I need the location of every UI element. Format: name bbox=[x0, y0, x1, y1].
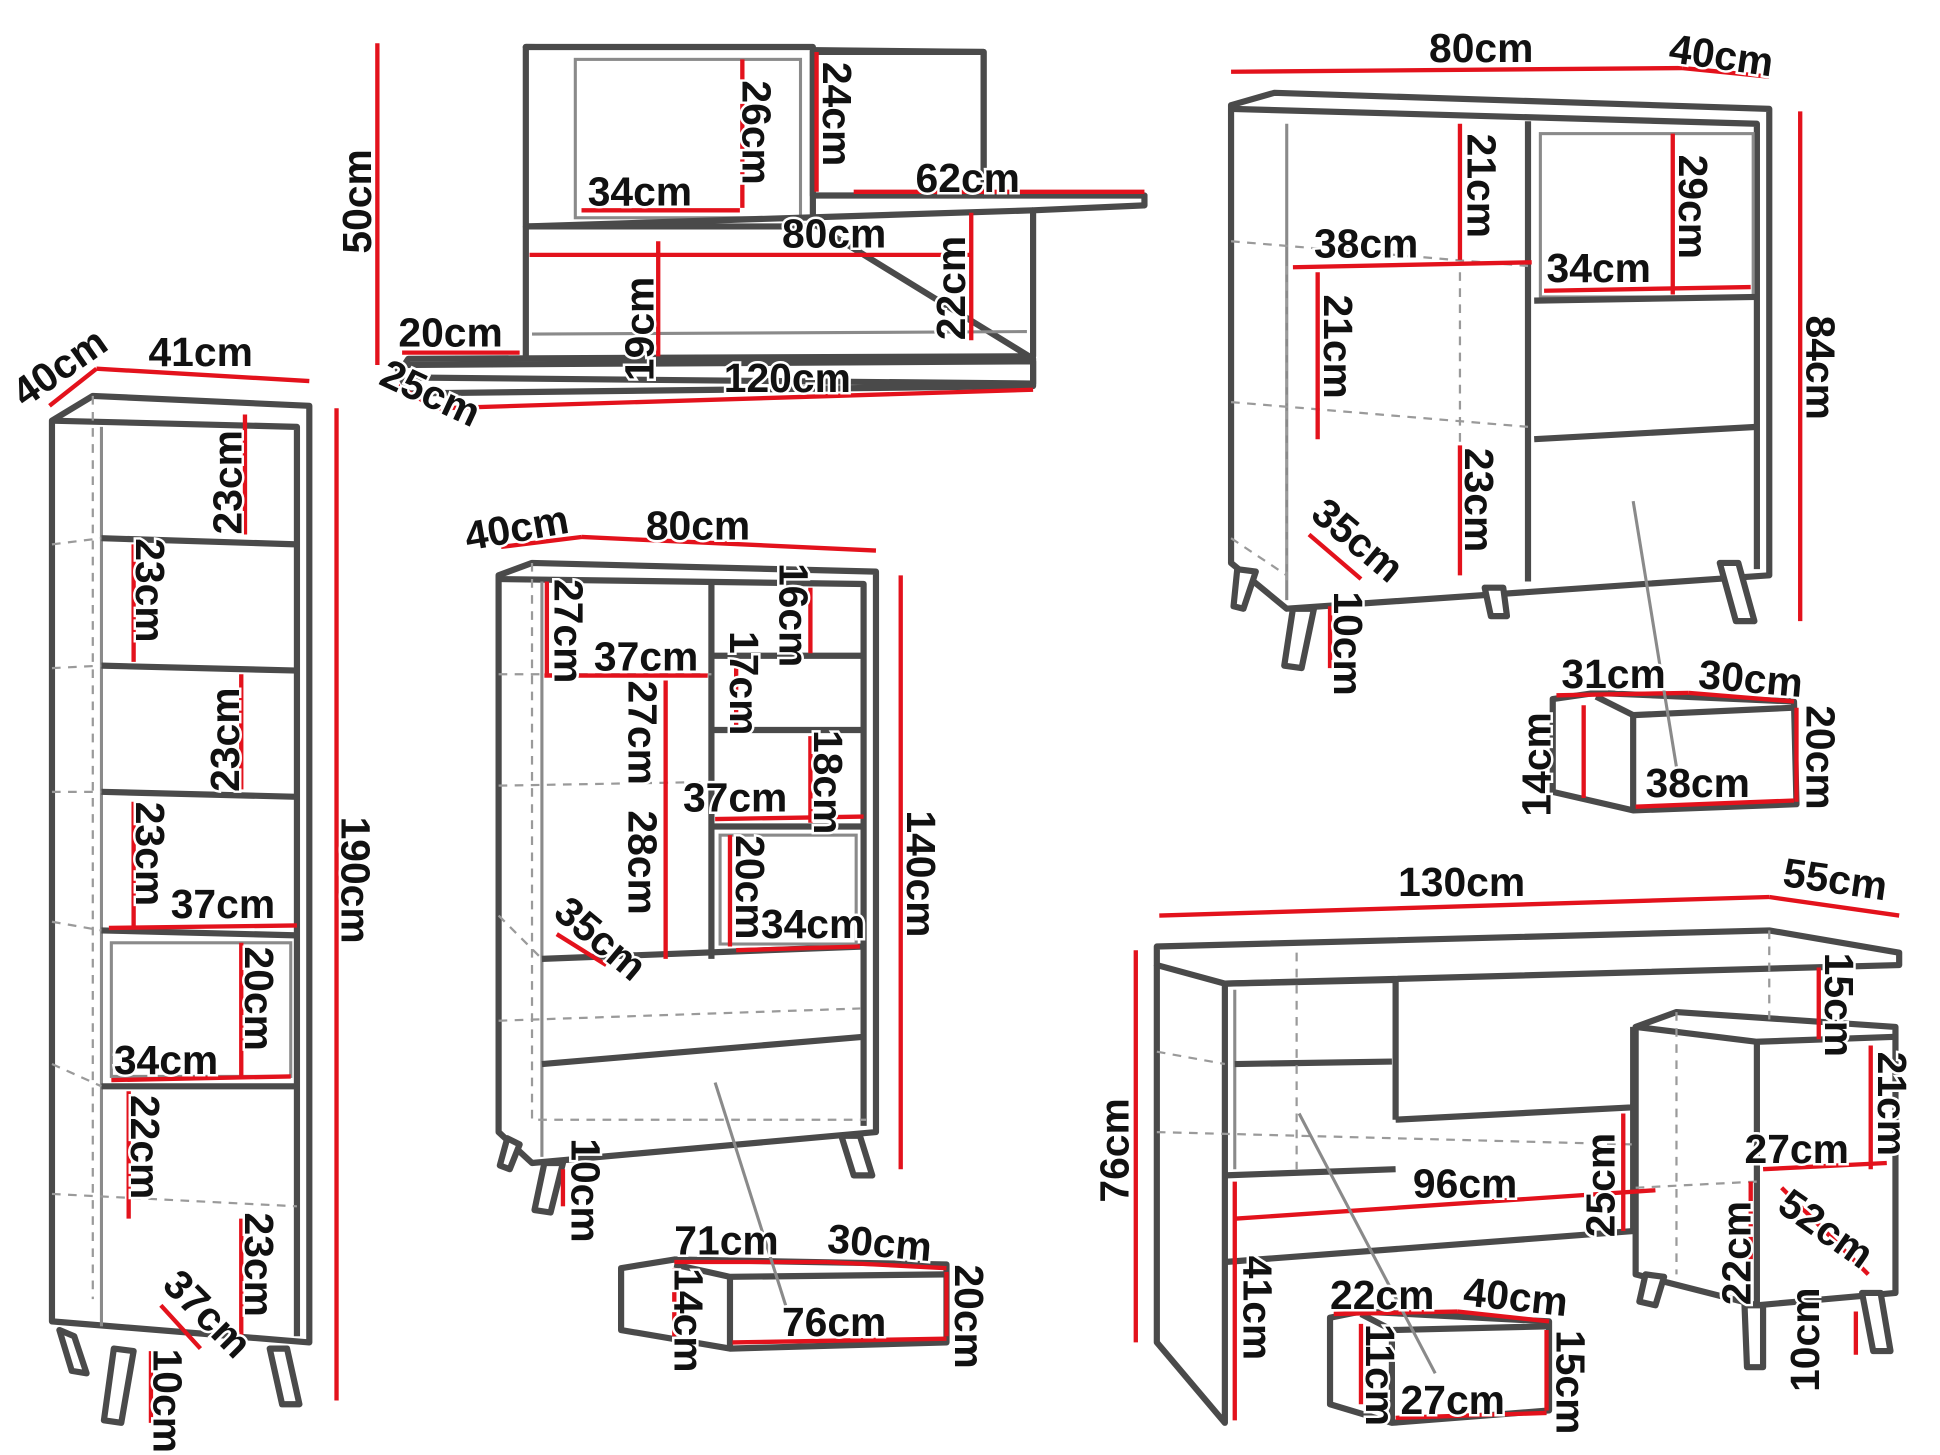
dim-label: 76cm bbox=[1091, 1098, 1137, 1202]
dim-label: 21cm bbox=[1315, 294, 1361, 398]
dim-label: 23cm bbox=[1456, 448, 1502, 552]
dim-label: 34cm bbox=[761, 901, 865, 947]
dim-label: 30cm bbox=[826, 1215, 934, 1270]
dim-label: 10cm bbox=[144, 1349, 190, 1453]
dim-label: 27cm bbox=[1401, 1377, 1505, 1423]
dim-label: 22cm bbox=[1714, 1201, 1760, 1305]
dim-label: 71cm bbox=[674, 1218, 778, 1264]
dim-label: 50cm bbox=[334, 149, 380, 253]
desk-drawer-labels: 22cm 40cm 11cm 15cm 27cm bbox=[1328, 1266, 1596, 1437]
dim-label: 34cm bbox=[1547, 245, 1651, 291]
dim-label: 41cm bbox=[1234, 1256, 1280, 1360]
sideboard bbox=[1227, 65, 1803, 672]
dim-label: 22cm bbox=[1330, 1272, 1434, 1318]
dim-label: 22cm bbox=[122, 1095, 168, 1199]
dim-label: 84cm bbox=[1797, 315, 1843, 419]
dim-label: 130cm bbox=[1398, 859, 1525, 905]
sideboard-labels: 80cm 40cm 21cm 38cm 29cm 34cm 21cm 84cm … bbox=[1301, 22, 1846, 698]
dim-label: 41cm bbox=[148, 329, 252, 375]
dim-label: 21cm bbox=[1869, 1052, 1915, 1156]
dim-label: 120cm bbox=[724, 355, 851, 401]
desk-drawer bbox=[1297, 1112, 1553, 1426]
dim-label: 80cm bbox=[782, 210, 886, 256]
dim-label: 25cm bbox=[1578, 1133, 1624, 1237]
cabinet bbox=[495, 534, 903, 1216]
dim-label: 23cm bbox=[127, 802, 173, 906]
dim-label: 11cm bbox=[1357, 1324, 1403, 1426]
dim-label: 80cm bbox=[646, 502, 750, 548]
dim-label: 76cm bbox=[782, 1299, 886, 1345]
dim-label: 10cm bbox=[1325, 591, 1371, 695]
dim-label: 18cm bbox=[805, 730, 851, 834]
desk bbox=[1133, 894, 1903, 1426]
dim-label: 23cm bbox=[202, 687, 248, 791]
dim-label: 38cm bbox=[1646, 760, 1750, 806]
dim-label: 37cm bbox=[171, 881, 275, 927]
dim-label: 40cm bbox=[461, 496, 572, 559]
dim-label: 21cm bbox=[1458, 134, 1504, 238]
sideboard-drawer bbox=[1549, 500, 1800, 814]
dim-label: 27cm bbox=[1745, 1126, 1849, 1172]
dim-label: 20cm bbox=[398, 309, 502, 355]
dim-label: 15cm bbox=[1816, 953, 1862, 1057]
dim-label: 140cm bbox=[898, 810, 944, 937]
dim-label: 62cm bbox=[916, 155, 1020, 201]
dim-label: 17cm bbox=[721, 631, 767, 735]
dim-label: 15cm bbox=[1547, 1330, 1593, 1434]
cabinet-drawer bbox=[618, 1082, 950, 1352]
dim-label: 23cm bbox=[204, 430, 250, 534]
dim-label: 10cm bbox=[563, 1138, 609, 1242]
dim-label: 20cm bbox=[1797, 705, 1843, 809]
dim-label: 20cm bbox=[236, 946, 282, 1050]
dim-label: 190cm bbox=[332, 817, 378, 944]
dim-label: 14cm bbox=[665, 1268, 711, 1372]
dim-label: 34cm bbox=[588, 168, 692, 214]
dim-label: 20cm bbox=[727, 835, 773, 939]
dim-label: 38cm bbox=[1314, 220, 1418, 266]
dim-label: 34cm bbox=[114, 1037, 218, 1083]
dim-label: 40cm bbox=[1667, 25, 1777, 85]
dim-label: 29cm bbox=[1670, 155, 1716, 259]
dim-label: 26cm bbox=[733, 80, 779, 184]
dim-label: 28cm bbox=[620, 810, 666, 914]
dim-label: 16cm bbox=[770, 563, 816, 667]
dim-label: 20cm bbox=[946, 1264, 992, 1368]
dim-label: 14cm bbox=[1513, 712, 1559, 816]
wall-shelf bbox=[375, 43, 1148, 411]
dim-label: 19cm bbox=[616, 277, 662, 381]
wall-shelf-labels: 50cm 34cm 26cm 24cm 62cm 80cm 22cm 19cm … bbox=[332, 59, 1023, 438]
dim-label: 96cm bbox=[1413, 1161, 1517, 1207]
dim-label: 30cm bbox=[1697, 651, 1805, 706]
dim-label: 24cm bbox=[814, 62, 860, 166]
dim-label: 37cm bbox=[594, 634, 698, 680]
dim-label: 31cm bbox=[1561, 651, 1665, 697]
dim-label: 27cm bbox=[545, 579, 591, 683]
dim-label: 22cm bbox=[928, 236, 974, 340]
dim-label: 80cm bbox=[1429, 25, 1533, 71]
dim-label: 27cm bbox=[620, 680, 666, 784]
cabinet-drawer-labels: 71cm 30cm 14cm 76cm 20cm bbox=[663, 1213, 995, 1375]
dim-label: 23cm bbox=[236, 1213, 282, 1317]
dim-label: 23cm bbox=[127, 538, 173, 642]
tall-bookcase-labels: 40cm 41cm 23cm 23cm 23cm 23cm 37cm 20cm … bbox=[1, 316, 381, 1455]
dim-label: 37cm bbox=[683, 775, 787, 821]
tall-bookcase bbox=[48, 366, 339, 1426]
dim-label: 10cm bbox=[1782, 1288, 1828, 1392]
